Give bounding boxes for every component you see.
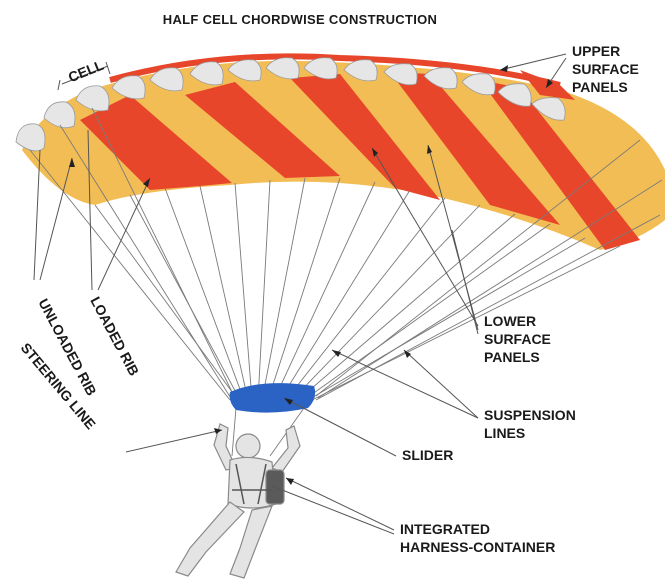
slider-callout: SLIDER — [284, 398, 453, 463]
slider — [230, 383, 316, 412]
harness-label-2: HARNESS-CONTAINER — [400, 539, 555, 555]
cell-dimension: CELL — [58, 57, 110, 90]
slider-label: SLIDER — [402, 447, 453, 463]
upper-surface-label-3: PANELS — [572, 79, 628, 95]
diagram-title: HALF CELL CHORDWISE CONSTRUCTION — [163, 12, 437, 27]
cell-label: CELL — [66, 57, 106, 86]
suspension-label-1: SUSPENSION — [484, 407, 576, 423]
jumper-figure — [176, 424, 300, 578]
steering-line-leader — [126, 428, 222, 452]
lower-surface-label-3: PANELS — [484, 349, 540, 365]
lower-surface-label-1: LOWER — [484, 313, 536, 329]
upper-surface-label-2: SURFACE — [572, 61, 639, 77]
upper-surface-label-1: UPPER — [572, 43, 620, 59]
unloaded-rib-label: UNLOADED RIB — [35, 296, 100, 398]
lower-surface-label-2: SURFACE — [484, 331, 551, 347]
harness-callout: INTEGRATED HARNESS-CONTAINER — [272, 478, 555, 555]
suspension-label-2: LINES — [484, 425, 525, 441]
loaded-rib-label: LOADED RIB — [87, 294, 142, 378]
harness-label-1: INTEGRATED — [400, 521, 490, 537]
